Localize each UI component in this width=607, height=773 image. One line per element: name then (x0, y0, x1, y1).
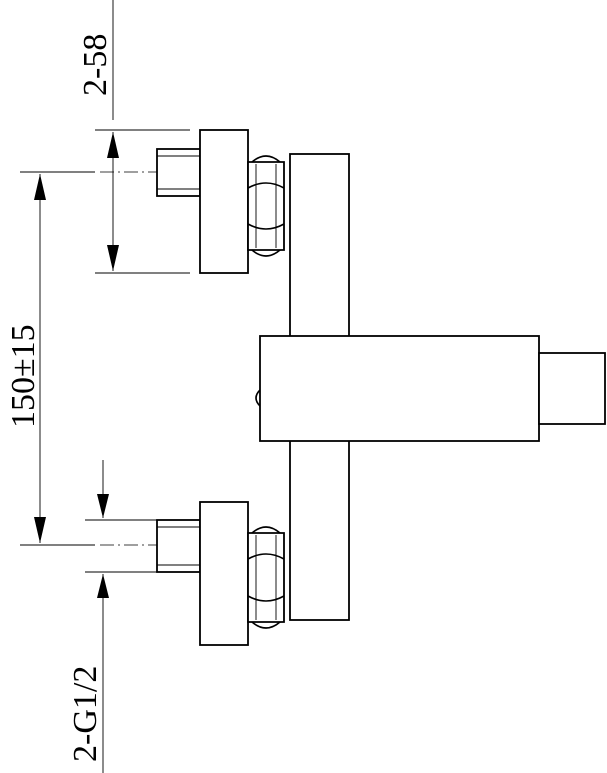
dimension-label-top: 2-58 (77, 34, 114, 96)
dimension-label-center: 150±15 (5, 324, 42, 428)
central-block (255, 335, 540, 442)
dimension-label-bottom: 2-G1/2 (67, 666, 104, 762)
dimension-center-150: 150±15 (5, 171, 95, 546)
hex-nut-top (247, 155, 285, 257)
inlet-fitting-top (100, 129, 285, 274)
inlet-fitting-bottom (100, 501, 285, 646)
handle (538, 352, 606, 425)
dimension-bottom-thread: 2-G1/2 (67, 460, 160, 773)
hex-nut-bottom (247, 526, 285, 629)
dimension-top-58: 2-58 (77, 0, 190, 274)
